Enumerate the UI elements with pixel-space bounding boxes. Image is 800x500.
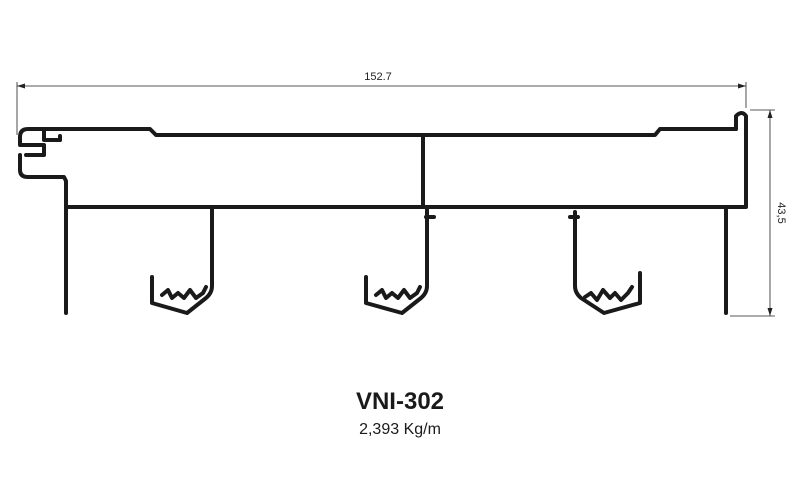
width-dimension-label: 152.7 (364, 71, 392, 83)
channel-1 (150, 205, 214, 315)
left-hook-inner (24, 127, 62, 157)
height-dimension (730, 109, 775, 317)
left-hook (18, 127, 68, 315)
channel-2 (364, 205, 429, 315)
width-arrow-left (17, 83, 25, 89)
height-arrow-top (767, 110, 773, 118)
channel-2-teeth (374, 285, 422, 300)
channel-3-teeth (583, 285, 634, 302)
profile-section (18, 111, 748, 315)
width-arrow-right (738, 83, 746, 89)
profile-code: VNI-302 (355, 388, 445, 415)
channel-3 (573, 210, 642, 315)
height-arrow-bottom (767, 308, 773, 316)
top-flange (42, 127, 738, 137)
height-dimension-label: 43,5 (775, 202, 787, 223)
right-end (728, 111, 748, 209)
channel-1-teeth (160, 285, 208, 300)
profile-weight: 2,393 Kg/m (359, 421, 441, 438)
width-dimension (16, 82, 747, 135)
